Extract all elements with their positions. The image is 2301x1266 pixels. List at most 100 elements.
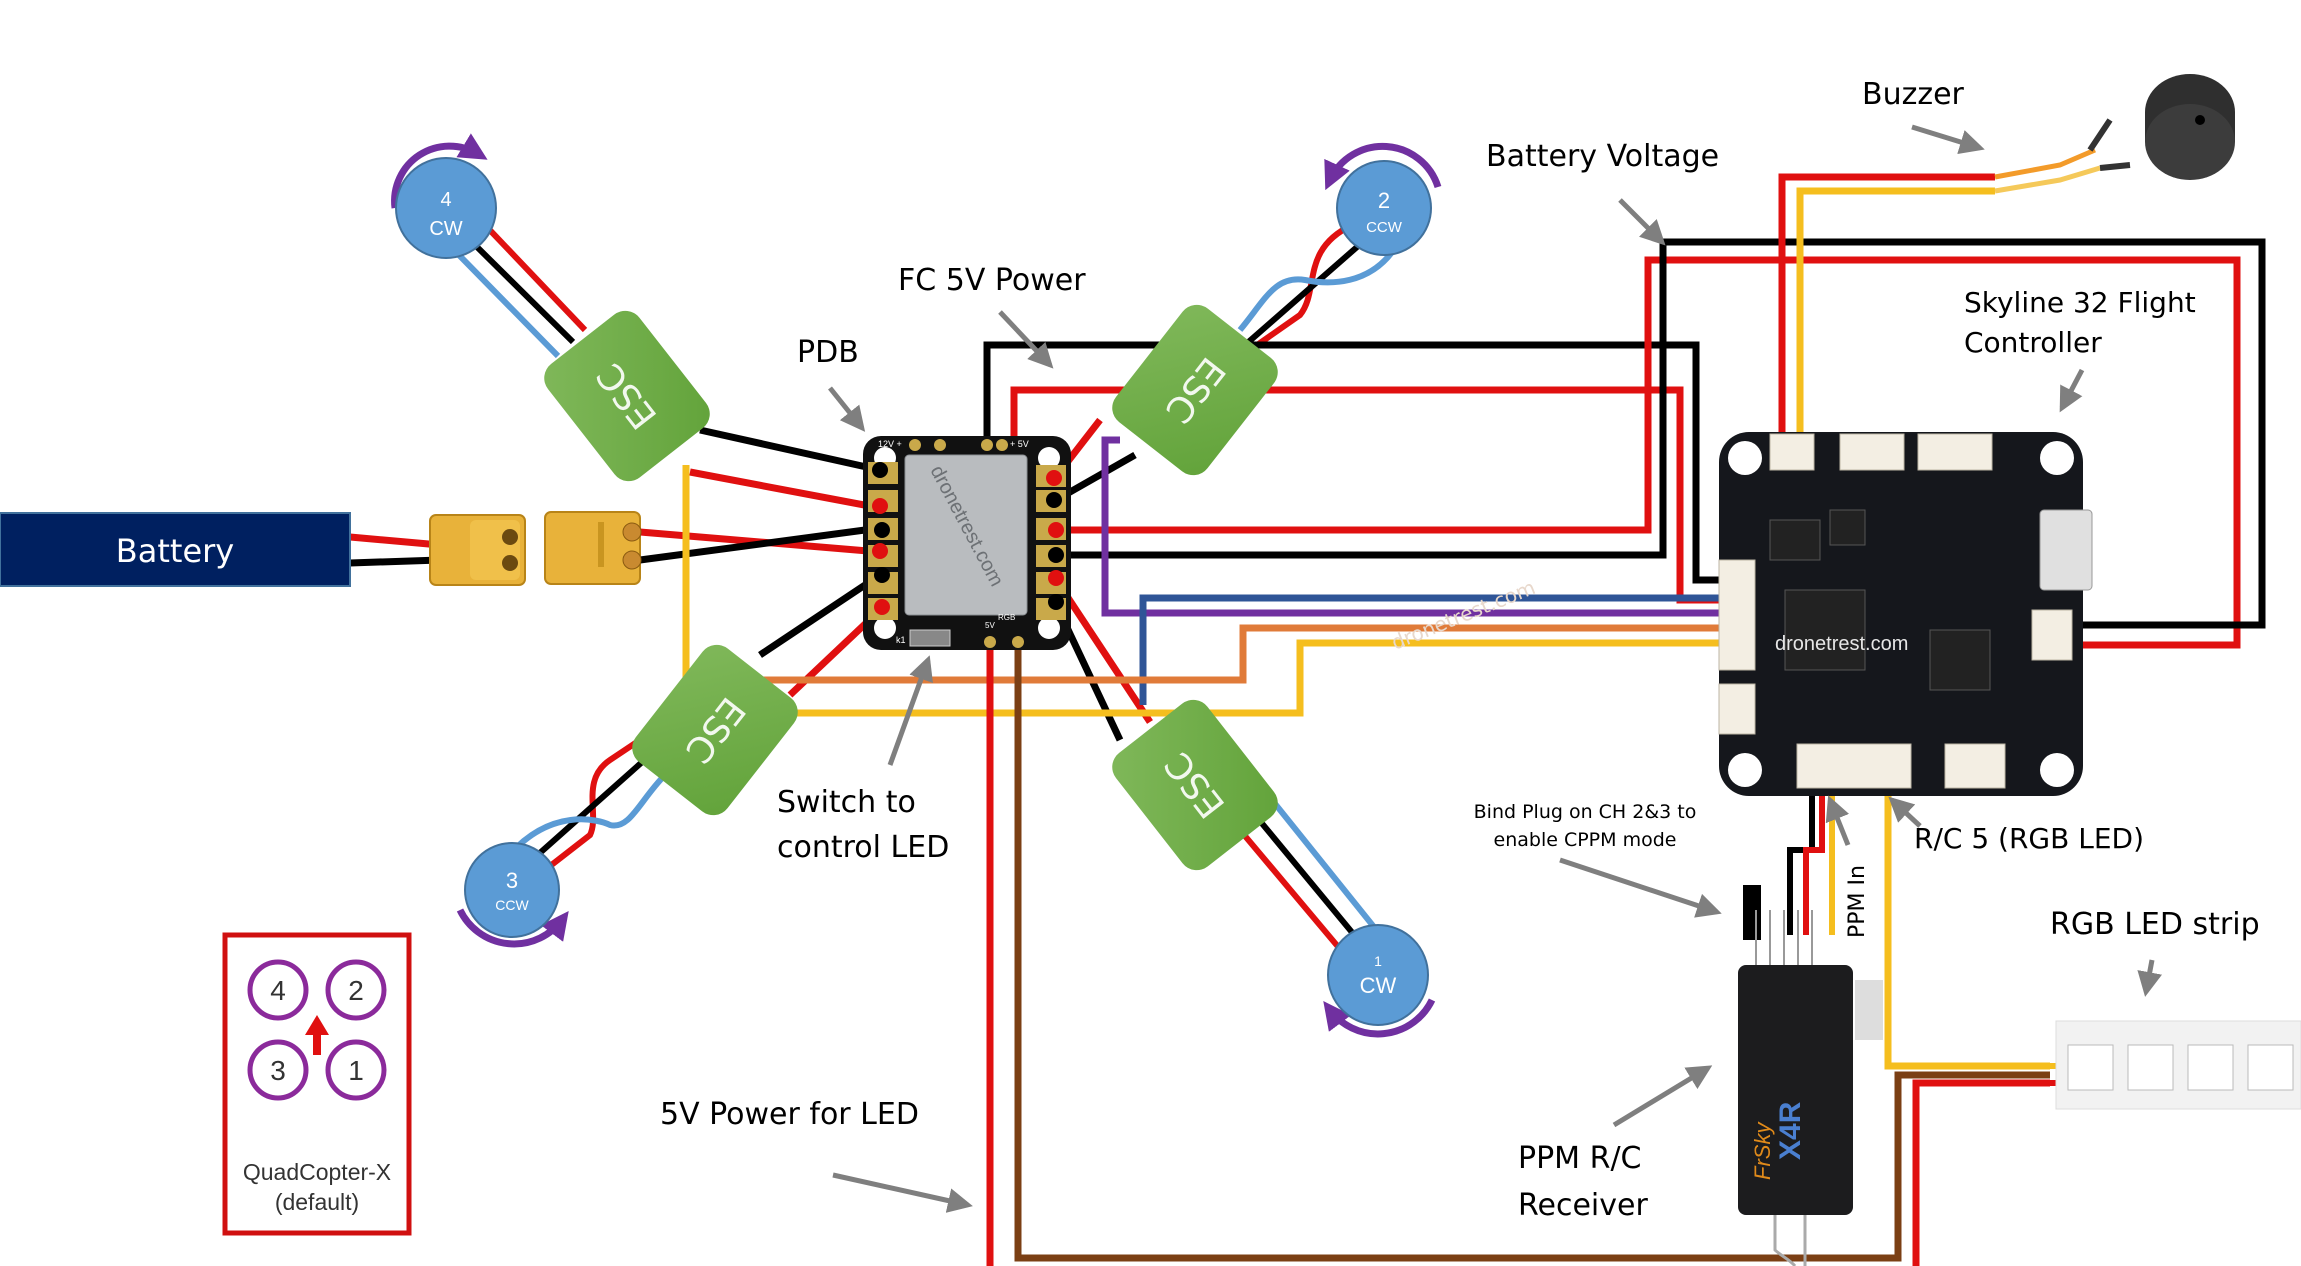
flight-controller: dronetrest.com <box>1718 432 2093 796</box>
motor-3-direction: CCW <box>495 897 529 913</box>
motor-3: 3 CCW <box>456 842 569 948</box>
motor-1-direction: CW <box>1360 973 1397 998</box>
pdb-input-black-wire <box>639 524 881 564</box>
legend-motor-3: 3 <box>270 1055 286 1086</box>
motor2-black-wire <box>1243 237 1367 348</box>
buzzer-yellow-wire <box>1796 187 1995 440</box>
fc-5v-black-wire <box>983 341 1722 584</box>
rotation-arrow-ccw-icon <box>1324 142 1442 191</box>
motor1-red-wire <box>1237 828 1348 957</box>
esc-3: ESC <box>632 644 798 816</box>
fc-rc-connector <box>1796 743 1912 789</box>
rc5-arrow <box>1888 796 1922 828</box>
motor4-black-wire <box>467 237 576 345</box>
motor-2-direction: CCW <box>1366 219 1403 236</box>
receiver-label-2: Receiver <box>1518 1188 1648 1223</box>
receiver-arrow <box>1612 1065 1713 1128</box>
battery: Battery <box>0 512 351 587</box>
pdb-board: dronetrest.com 12V + + 5V k1 5V RGB <box>863 436 1071 650</box>
battery-voltage-red-wire <box>1056 256 2241 649</box>
rotation-arrow-ccw-icon <box>456 908 569 948</box>
bind-plug-arrow <box>1559 857 1722 918</box>
battery-box <box>0 512 351 587</box>
rotation-arrow-cw-icon <box>1323 998 1436 1038</box>
esc4-black-wire <box>699 426 881 474</box>
quadcopter-x-legend: 4 2 3 1 QuadCopter-X (default) <box>222 932 412 1236</box>
led-control-switch[interactable] <box>909 629 951 647</box>
buzzer-label: Buzzer <box>1862 77 1965 112</box>
esc4-signal-yellow-wire <box>682 465 1722 717</box>
motor-3-number: 3 <box>506 868 518 893</box>
motor-2-number: 2 <box>1378 188 1390 213</box>
bind-plug-label: Bind Plug on CH 2&3 to <box>1474 801 1697 823</box>
bind-plug-label-2: enable CPPM mode <box>1494 829 1677 851</box>
motor3-red-wire <box>543 737 642 873</box>
motor4-red-wire <box>482 222 588 333</box>
antenna <box>1773 1215 1797 1266</box>
motor4-blue-wire <box>453 249 561 359</box>
pdb-arrow <box>828 386 866 432</box>
fc-watermark: dronetrest.com <box>1775 633 1908 655</box>
legend-motor-1: 1 <box>348 1055 364 1086</box>
fc-vbat-connector <box>2031 609 2073 661</box>
battery-voltage-arrow <box>1618 198 1666 246</box>
esc-4: ESC <box>544 310 710 482</box>
fc-connector <box>1839 433 1905 471</box>
esc-2: ESC <box>1112 304 1278 476</box>
motor2-blue-wire <box>1237 246 1398 332</box>
receiver-brand: FrSky <box>1750 1121 1775 1180</box>
callout-arrows <box>828 124 2162 1213</box>
rotation-arrow-cw-icon <box>391 133 488 209</box>
pdb-shield <box>904 454 1028 616</box>
motor3-blue-wire <box>502 772 668 862</box>
motor-4-number: 4 <box>440 189 451 211</box>
buzzer <box>1994 74 2235 194</box>
led-power-arrow <box>832 1172 973 1213</box>
usb-port[interactable] <box>2039 509 2093 591</box>
fc-5v-arrow <box>998 310 1054 369</box>
motor1-black-wire <box>1252 813 1363 944</box>
flight-controller-label: Skyline 32 Flight <box>1964 286 2196 319</box>
receiver-model: X4R <box>1774 1101 1807 1160</box>
esc1-signal-blue-wire <box>1139 594 1722 705</box>
motor2-red-wire <box>1248 222 1354 353</box>
led-signal-yellow-wire <box>1884 790 2050 1070</box>
fc-connector <box>1917 433 1993 471</box>
esc-1: ESC <box>1112 699 1278 871</box>
legend-title: QuadCopter-X <box>243 1159 391 1185</box>
motor-1-number: 1 <box>1374 953 1382 969</box>
led-power-label: 5V Power for LED <box>660 1097 919 1132</box>
xt60-male-connector <box>544 511 642 585</box>
battery-label: Battery <box>116 532 234 570</box>
pdb-12v-label: 12V + <box>878 439 902 449</box>
battery-red-wire <box>349 533 441 549</box>
esc3-signal-orange-wire <box>728 624 1722 684</box>
switch-label: Switch to <box>777 785 916 820</box>
bind-plug <box>1743 885 1761 940</box>
legend-motor-2: 2 <box>348 975 364 1006</box>
legend-subtitle: (default) <box>275 1189 359 1215</box>
pdb-5v-label: + 5V <box>1010 439 1029 449</box>
pdb-switch-label: k1 <box>896 635 906 645</box>
motor-2: 2 CCW <box>1324 142 1442 256</box>
esc2-signal-purple-wire <box>1101 436 1722 617</box>
ppm-in-arrow <box>1825 795 1851 846</box>
switch-arrow <box>887 655 933 766</box>
legend-motor-4: 4 <box>270 975 286 1006</box>
rc-receiver: FrSky X4R <box>1738 885 1883 1266</box>
fc-5v-power-label: FC 5V Power <box>898 263 1086 298</box>
battery-voltage-black-wire <box>1056 238 2266 629</box>
esc4-red-wire <box>689 468 881 512</box>
motor3-black-wire <box>530 752 652 863</box>
esc3-black-wire <box>758 572 882 658</box>
receiver-label: PPM R/C <box>1518 1141 1642 1176</box>
pdb-led-5v-label: 5V <box>985 621 995 630</box>
led-5v-red-wire <box>986 650 2050 1266</box>
buzzer-red-wire <box>1778 173 1995 440</box>
fc-connector <box>1718 683 1756 735</box>
forward-arrow-icon <box>305 1015 329 1055</box>
battery-black-wire <box>349 556 441 567</box>
motor1-blue-wire <box>1269 798 1381 934</box>
buzzer-arrow <box>1911 124 1985 155</box>
